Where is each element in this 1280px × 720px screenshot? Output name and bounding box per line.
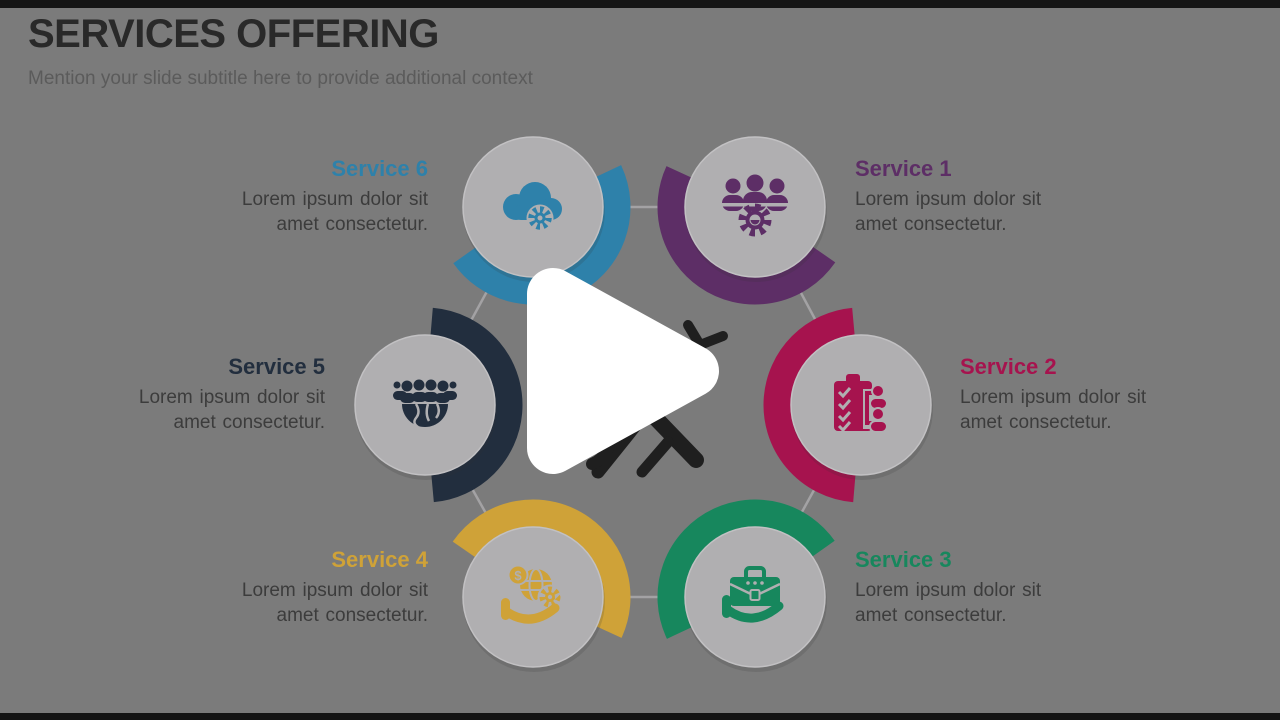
service-1-block: Service 1 Lorem ipsum dolor sit amet con… (855, 156, 1071, 237)
service-4-description: Lorem ipsum dolor sit amet consectetur. (241, 580, 428, 626)
service-1-title: Service 1 (855, 156, 952, 181)
service-3-block: Service 3 Lorem ipsum dolor sit amet con… (855, 547, 1071, 628)
people-globe-icon (393, 379, 457, 429)
slide-subtitle: Mention your slide subtitle here to prov… (28, 68, 533, 89)
service-3-description: Lorem ipsum dolor sit amet consectetur. (855, 580, 1042, 626)
service-6-block: Service 6 Lorem ipsum dolor sit amet con… (212, 156, 428, 237)
service-5-arc (327, 307, 523, 503)
service-3-title: Service 3 (855, 547, 952, 572)
hand-briefcase-icon (722, 566, 784, 623)
service-5-description: Lorem ipsum dolor sit amet consectetur. (138, 387, 325, 433)
service-4-block: Service 4 Lorem ipsum dolor sit amet con… (212, 547, 428, 628)
service-5-title: Service 5 (228, 354, 325, 379)
letterbox-bottom (0, 713, 1280, 720)
slide-title: SERVICES OFFERING (28, 12, 439, 56)
service-5-block: Service 5 Lorem ipsum dolor sit amet con… (109, 354, 325, 435)
service-2-description: Lorem ipsum dolor sit amet consectetur. (960, 387, 1147, 433)
service-3-arc (657, 499, 853, 695)
clipboard-checklist-icon (834, 374, 888, 433)
service-arcs (327, 109, 959, 695)
letterbox-top (0, 0, 1280, 8)
service-4-arc (435, 499, 631, 695)
svg-text:$: $ (514, 568, 522, 583)
cloud-gear-icon (503, 182, 562, 232)
service-6-description: Lorem ipsum dolor sit amet consectetur. (241, 189, 428, 235)
team-gear-icon (719, 174, 791, 237)
play-icon[interactable] (527, 268, 719, 474)
service-1-arc (657, 109, 853, 305)
service-2-arc (763, 307, 959, 503)
service-2-title: Service 2 (960, 354, 1057, 379)
global-finance-icon: $ (501, 564, 563, 624)
service-6-title: Service 6 (331, 156, 428, 181)
service-4-title: Service 4 (331, 547, 428, 572)
service-circles (354, 136, 933, 672)
service-1-description: Lorem ipsum dolor sit amet consectetur. (855, 189, 1042, 235)
service-2-block: Service 2 Lorem ipsum dolor sit amet con… (960, 354, 1176, 435)
